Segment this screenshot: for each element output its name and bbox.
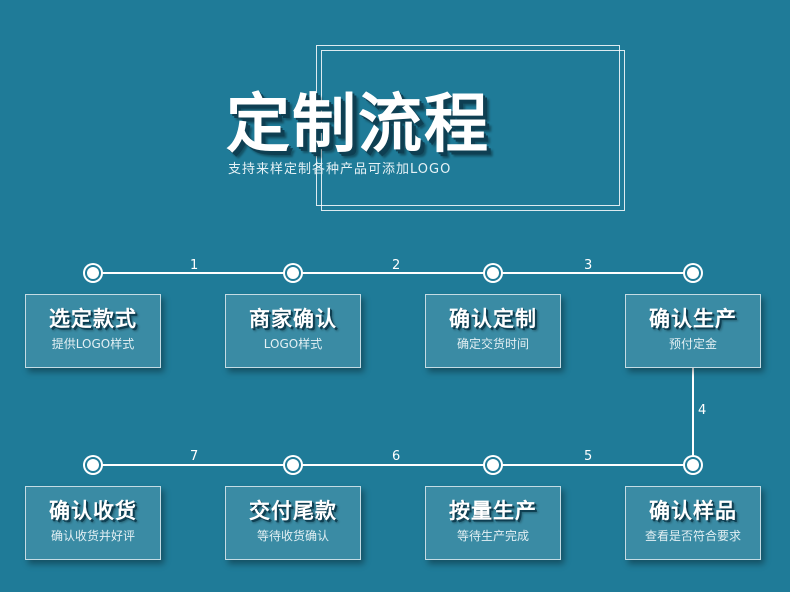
step-title: 确认生产 — [649, 307, 737, 331]
step-number: 7 — [190, 449, 199, 464]
step-title: 确认样品 — [649, 499, 737, 523]
step-box-confirm-receipt: 确认收货 确认收货并好评 — [25, 486, 161, 560]
step-title: 按量生产 — [449, 499, 537, 523]
decorative-frame-back — [316, 45, 620, 206]
step-desc: 等待生产完成 — [456, 529, 529, 543]
step-number: 4 — [698, 403, 707, 418]
page-title: 定制流程 — [226, 88, 490, 162]
node-dot — [83, 455, 103, 475]
step-title: 确认收货 — [49, 499, 137, 523]
step-number: 3 — [584, 258, 593, 273]
node-dots — [83, 263, 703, 475]
node-dot — [683, 263, 703, 283]
step-number: 6 — [392, 449, 401, 464]
node-dot — [483, 455, 503, 475]
decorative-frame-front — [321, 50, 625, 211]
node-dot — [683, 455, 703, 475]
step-desc: 等待收货确认 — [256, 529, 329, 543]
step-box-mass-production: 按量生产 等待生产完成 — [425, 486, 561, 560]
step-desc: 预付定金 — [668, 337, 717, 351]
step-title: 商家确认 — [249, 307, 337, 331]
step-box-confirm-sample: 确认样品 查看是否符合要求 — [625, 486, 761, 560]
step-desc: 提供LOGO样式 — [51, 337, 135, 351]
step-box-confirm-custom: 确认定制 确定交货时间 — [425, 294, 561, 368]
step-box-confirm-production: 确认生产 预付定金 — [625, 294, 761, 368]
step-title: 确认定制 — [449, 307, 537, 331]
step-desc: 确定交货时间 — [456, 337, 529, 351]
node-dot — [483, 263, 503, 283]
node-dot — [83, 263, 103, 283]
step-desc: 查看是否符合要求 — [644, 529, 741, 543]
node-dot — [283, 455, 303, 475]
step-box-final-payment: 交付尾款 等待收货确认 — [225, 486, 361, 560]
node-dot — [283, 263, 303, 283]
step-title: 交付尾款 — [249, 499, 337, 523]
page-subtitle: 支持来样定制各种产品可添加LOGO — [228, 162, 452, 177]
step-title: 选定款式 — [49, 307, 137, 331]
step-number: 2 — [392, 258, 401, 273]
step-desc: LOGO样式 — [263, 337, 323, 351]
step-number: 5 — [584, 449, 593, 464]
step-desc: 确认收货并好评 — [50, 529, 135, 543]
step-box-select-style: 选定款式 提供LOGO样式 — [25, 294, 161, 368]
step-box-merchant-confirm: 商家确认 LOGO样式 — [225, 294, 361, 368]
step-number: 1 — [190, 258, 199, 273]
